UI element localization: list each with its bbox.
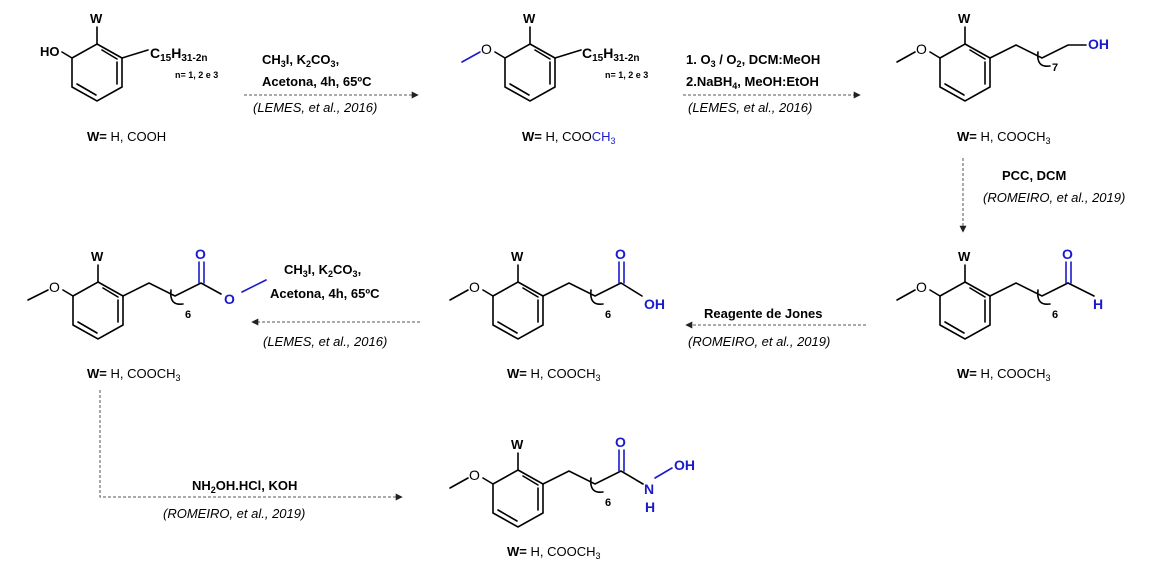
w-label: W [523,11,536,26]
n-note: n= 1, 2 e 3 [605,70,648,80]
compound-2-methyl-ether: W O C15H31-2n n= 1, 2 e 3 W= H, COOCH3 [461,11,648,146]
reagent-4-line1: Reagente de Jones [704,306,823,321]
carbonyl-o-label: O [615,246,626,262]
compound-4-aldehyde: W O O H 6 W= H, COOCH3 [896,246,1103,383]
carbonyl-o-label: O [615,434,626,450]
w-definition: W= H, COOCH3 [507,544,601,561]
w-label: W [91,249,104,264]
reagent-3-ref: (ROMEIRO, et al., 2019) [983,190,1125,205]
w-label: W [958,11,971,26]
aldehyde-h-label: H [1093,296,1103,312]
reagent-1-line1: CH3I, K2CO3, [262,52,339,69]
w-label: W [958,249,971,264]
ether-o-label: O [469,467,480,483]
w-definition: W= H, COOCH3 [957,129,1051,146]
ether-o-label: O [49,279,60,295]
amide-h-label: H [645,499,655,515]
compound-3-alcohol: W O 7 OH W= H, COOCH3 [896,11,1109,146]
compound-6-methyl-ester: W O O O 6 W= H, COOCH3 [27,246,267,383]
reagent-2-ref: (LEMES, et al., 2016) [688,100,812,115]
carbonyl-o-label: O [1062,246,1073,262]
chain-count-6: 6 [185,309,191,321]
reagent-3-line1: PCC, DCM [1002,168,1066,183]
w-label: W [90,11,103,26]
compound-5-acid: W O O OH 6 W= H, COOCH3 [449,246,665,383]
ho-label: HO [40,44,60,59]
arrow-step-6 [99,390,403,501]
n-note: n= 1, 2 e 3 [175,70,218,80]
reagent-6-line1: NH2OH.HCl, KOH [192,478,297,495]
chain-count-6: 6 [605,497,611,509]
ether-o-label: O [481,41,492,57]
reagent-4-ref: (ROMEIRO, et al., 2019) [688,334,830,349]
ether-o-label: O [916,41,927,57]
reagent-2-line2: 2.NaBH4, MeOH:EtOH [686,74,819,91]
reagent-5-line2: Acetona, 4h, 65ºC [270,286,380,301]
reagent-6-ref: (ROMEIRO, et al., 2019) [163,506,305,521]
reagent-1-ref: (LEMES, et al., 2016) [253,100,377,115]
amide-n-label: N [644,481,654,497]
compound-1-cardanol: W HO C15H31-2n n= 1, 2 e 3 W= H, COOH [40,11,218,144]
chain-count-7: 7 [1052,62,1058,74]
ester-o-label: O [224,291,235,307]
w-definition: W= H, COOCH3 [957,366,1051,383]
ether-o-label: O [916,279,927,295]
compound-7-hydroxamic-acid: W O O N H OH 6 W= H, COOCH3 [449,434,695,561]
ether-o-label: O [469,279,480,295]
chain-count-6: 6 [1052,309,1058,321]
chain-count-6: 6 [605,309,611,321]
acid-oh-label: OH [644,296,665,312]
chain-label: C15H31-2n [582,45,640,64]
hydroxyl-oh-label: OH [674,457,695,473]
w-definition: W= H, COOH [87,129,166,144]
reagent-5-line1: CH3I, K2CO3, [284,262,361,279]
w-definition: W= H, COOCH3 [507,366,601,383]
w-definition: W= H, COOCH3 [522,129,616,146]
w-label: W [511,437,524,452]
carbonyl-o-label: O [195,246,206,262]
reagent-2-line1: 1. O3 / O2, DCM:MeOH [686,52,820,69]
w-label: W [511,249,524,264]
reagent-1-line2: Acetona, 4h, 65ºC [262,74,372,89]
oh-label: OH [1088,36,1109,52]
w-definition: W= H, COOCH3 [87,366,181,383]
chain-label: C15H31-2n [150,45,208,64]
reagent-5-ref: (LEMES, et al., 2016) [263,334,387,349]
